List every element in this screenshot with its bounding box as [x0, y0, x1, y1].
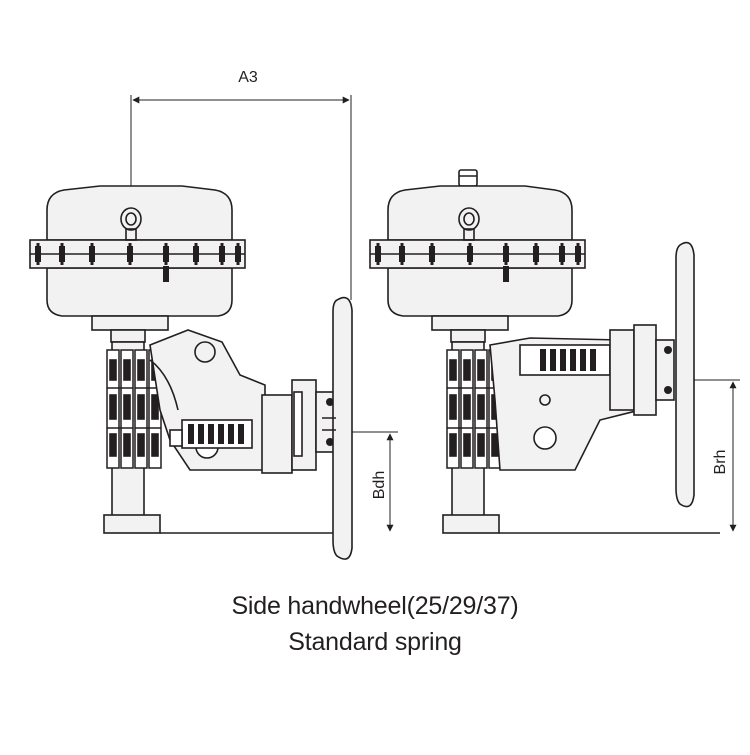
dimension-brh [694, 379, 740, 532]
right-actuator [369, 169, 720, 534]
left-actuator [29, 185, 353, 560]
caption-subtitle: Standard spring [288, 628, 462, 656]
a3-label: A3 [238, 69, 258, 86]
dimension-a3 [130, 95, 352, 300]
brh-label: Brh [712, 450, 729, 475]
bdh-label: Bdh [371, 471, 388, 499]
dimension-bdh [352, 431, 398, 532]
caption-title: Side handwheel(25/29/37) [231, 592, 519, 620]
